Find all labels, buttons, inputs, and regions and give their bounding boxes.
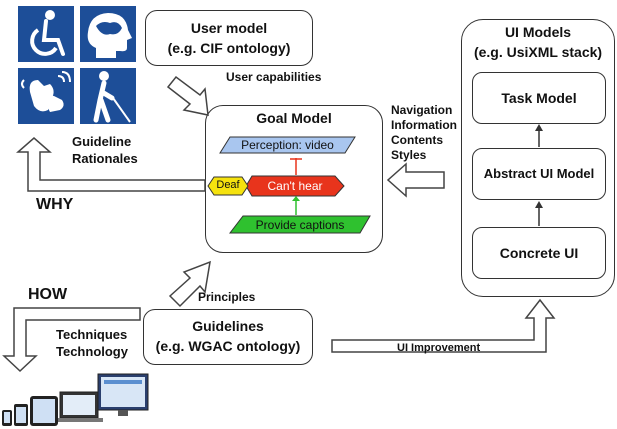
how-arrow bbox=[2, 307, 141, 373]
styles-label: Styles bbox=[391, 148, 427, 162]
accessibility-icons bbox=[18, 6, 136, 124]
blind-person-cane-icon bbox=[80, 68, 136, 124]
guideline-rationales-arrow bbox=[16, 137, 206, 192]
cant-hear-label: Can't hear bbox=[267, 179, 323, 193]
user-model-title: User model bbox=[190, 20, 268, 36]
techniques-line1: Techniques bbox=[56, 327, 128, 342]
navigation-arrow bbox=[386, 162, 445, 198]
perception-video-label: Perception: video bbox=[241, 138, 334, 152]
user-model-box: User model (e.g. CIF ontology) bbox=[145, 10, 313, 66]
navigation-list: Navigation Information Contents Styles bbox=[391, 103, 457, 163]
user-model-example: (e.g. CIF ontology) bbox=[167, 40, 291, 56]
guideline-rationales-label: Guideline Rationales bbox=[72, 133, 138, 167]
user-capabilities-arrow bbox=[166, 75, 209, 116]
devices-illustration bbox=[2, 373, 149, 426]
navigation-label: Navigation bbox=[391, 103, 453, 117]
guidelines-example: (e.g. WGAC ontology) bbox=[155, 338, 301, 354]
abstract-ui-model-label: Abstract UI Model bbox=[483, 166, 595, 181]
ui-models-title: UI Models bbox=[504, 24, 572, 40]
guidelines-title: Guidelines bbox=[192, 318, 264, 334]
wheelchair-icon bbox=[18, 6, 74, 62]
perception-video-shape bbox=[219, 136, 356, 154]
why-label: WHY bbox=[36, 196, 74, 213]
principles-label: Principles bbox=[198, 290, 256, 304]
task-model-label: Task Model bbox=[501, 90, 577, 106]
abstract-ui-model-box: Abstract UI Model bbox=[472, 148, 606, 200]
ui-improvement-arrow bbox=[331, 298, 556, 353]
task-model-box: Task Model bbox=[472, 72, 606, 124]
how-label: HOW bbox=[28, 286, 68, 303]
provide-captions-label: Provide captions bbox=[255, 218, 345, 232]
guidelines-box: Guidelines (e.g. WGAC ontology) bbox=[143, 309, 313, 365]
head-cognition-icon bbox=[80, 6, 136, 62]
guideline-rationales-line2: Rationales bbox=[72, 151, 138, 166]
techniques-label: Techniques Technology bbox=[56, 326, 128, 360]
guideline-rationales-line1: Guideline bbox=[72, 134, 132, 149]
provide-captions-shape bbox=[228, 215, 371, 234]
deaf-label: Deaf bbox=[216, 179, 240, 191]
goal-model-title: Goal Model bbox=[256, 110, 332, 126]
sign-language-icon bbox=[18, 68, 74, 124]
deaf-shape bbox=[207, 176, 249, 196]
concrete-ui-box: Concrete UI bbox=[472, 227, 606, 279]
information-label: Information bbox=[391, 118, 457, 132]
contents-label: Contents bbox=[391, 133, 443, 147]
user-capabilities-label: User capabilities bbox=[226, 70, 322, 84]
principles-arrow bbox=[168, 260, 211, 308]
ui-models-example: (e.g. UsiXML stack) bbox=[473, 44, 603, 60]
techniques-line2: Technology bbox=[56, 344, 128, 359]
ui-improvement-label: UI Improvement bbox=[397, 342, 481, 354]
concrete-ui-label: Concrete UI bbox=[499, 245, 579, 261]
